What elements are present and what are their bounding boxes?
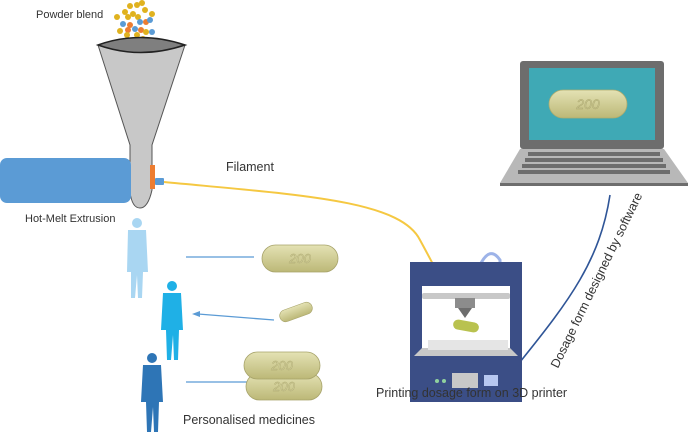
person-dark-icon — [141, 353, 163, 432]
svg-text:200: 200 — [575, 96, 600, 112]
software-connector — [519, 194, 611, 363]
laptop-icon — [500, 61, 688, 186]
tablet-large: 200 — [261, 244, 339, 273]
extruder-nozzle — [155, 178, 164, 185]
person-mid-icon — [161, 281, 183, 360]
tablet-stack: 200 200 — [243, 351, 323, 401]
powder-blend-label: Powder blend — [36, 9, 104, 21]
printer-3d-icon — [410, 252, 522, 402]
filament-label: Filament — [226, 160, 274, 174]
svg-text:200: 200 — [272, 379, 295, 394]
arrowhead-icon — [192, 311, 200, 317]
funnel — [95, 36, 188, 209]
filament-strand — [163, 181, 451, 296]
laptop-tablet: 200 — [548, 89, 628, 119]
person-light-icon — [127, 218, 148, 298]
extruder-die — [150, 165, 155, 189]
personalised-medicines-label: Personalised medicines — [183, 413, 316, 427]
printed-tablet — [453, 319, 479, 333]
svg-text:200: 200 — [270, 358, 293, 373]
extruder-barrel — [0, 158, 131, 203]
svg-text:200: 200 — [288, 251, 311, 266]
connector-arrow-2 — [197, 313, 275, 321]
tablet-small — [279, 301, 313, 323]
printing-label: Printing dosage form on 3D printer — [376, 386, 568, 400]
hot-melt-extrusion-label: Hot-Melt Extrusion — [25, 213, 116, 225]
